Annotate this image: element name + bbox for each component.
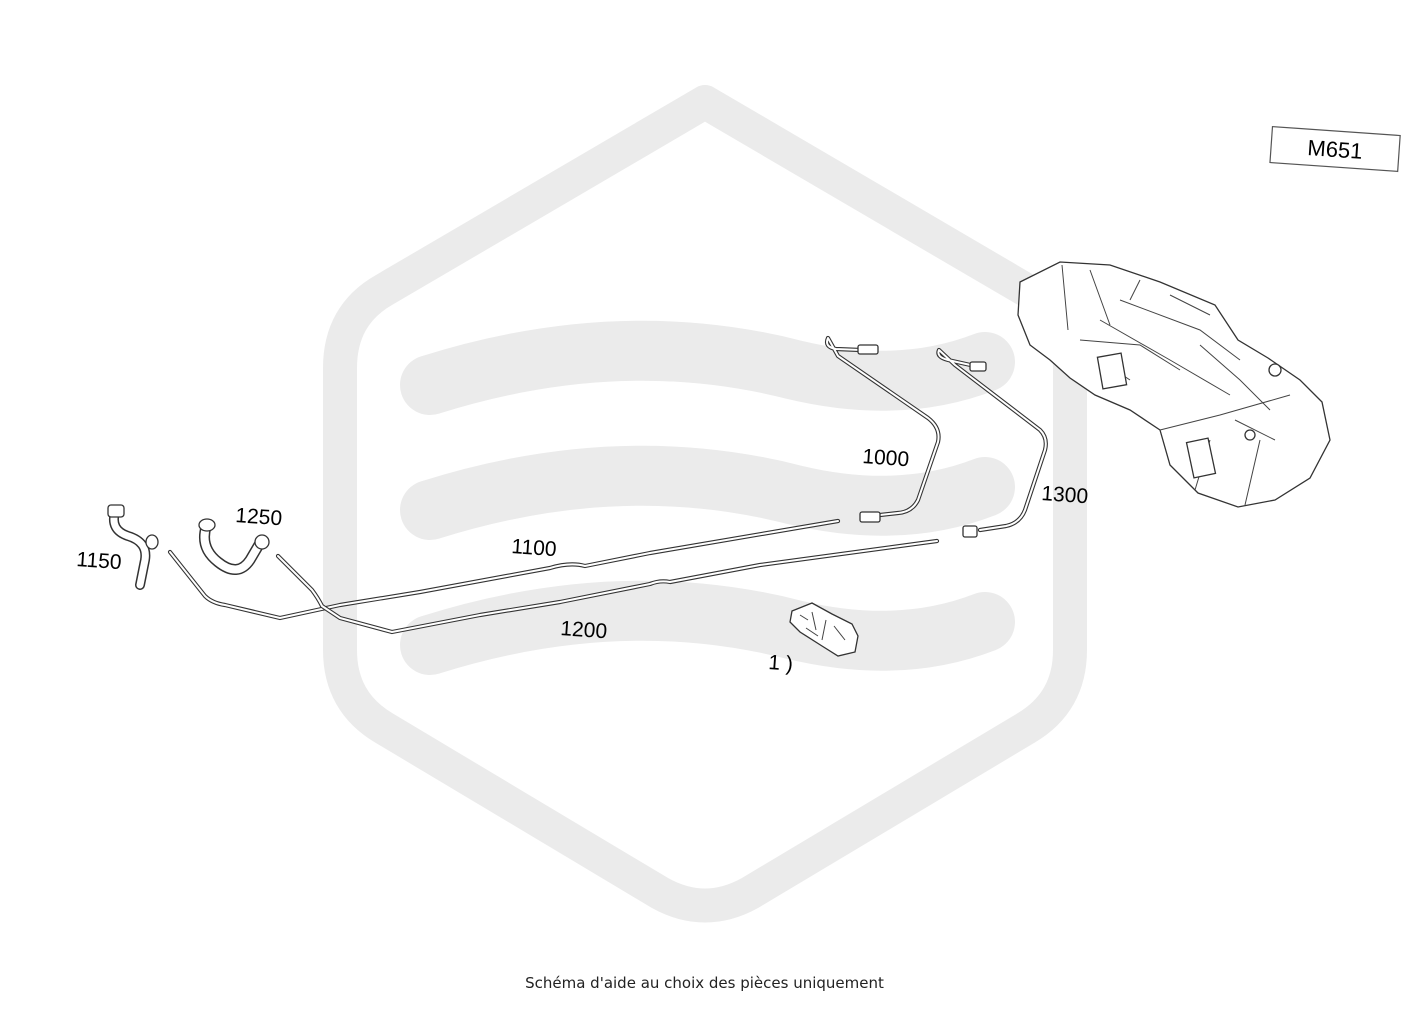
pipe-1000[interactable] [824,335,941,523]
label-1000: 1000 [862,445,910,471]
watermark-wave-1 [400,320,1015,415]
caption: Schéma d'aide au choix des pièces unique… [525,974,884,992]
label-partial: 1 ) [768,651,794,676]
hose-1250[interactable] [198,518,270,575]
pipe-1200[interactable] [275,538,940,635]
label-1250: 1250 [235,504,283,530]
hose-1150[interactable] [107,504,159,590]
label-1100: 1100 [511,535,558,561]
watermark-wave-3 [400,580,1015,675]
model-code-box: M651 [1269,125,1401,173]
watermark-wave-2 [400,445,1015,540]
label-1200: 1200 [560,617,608,643]
pipe-1300[interactable] [936,347,1048,538]
model-code: M651 [1307,135,1364,164]
label-1150: 1150 [76,548,123,574]
pipe-1100[interactable] [167,518,841,621]
bracket-part[interactable] [789,602,859,657]
fuel-tank-assembly [1017,261,1331,508]
label-1300: 1300 [1041,482,1089,508]
watermark-logo [323,85,1087,923]
